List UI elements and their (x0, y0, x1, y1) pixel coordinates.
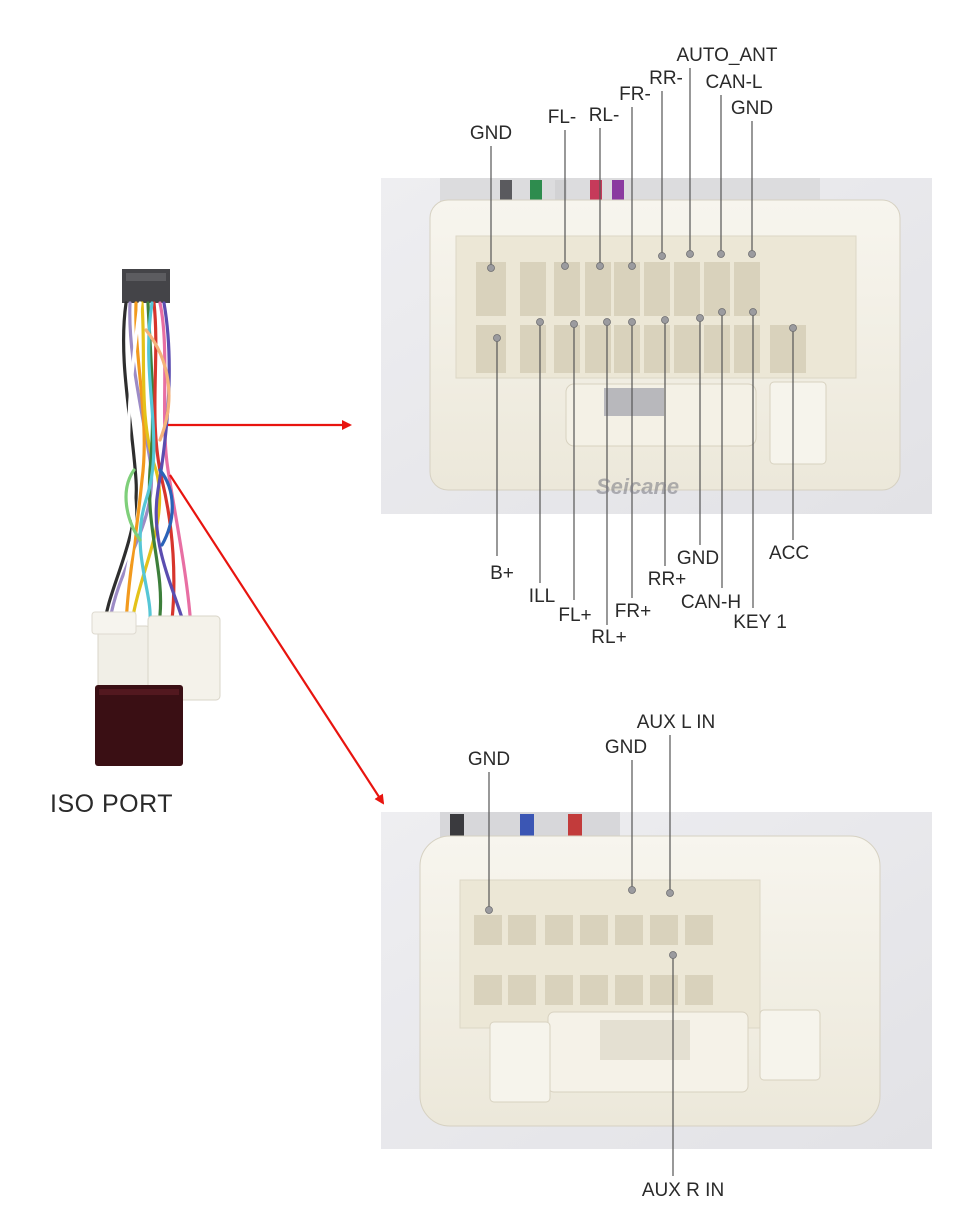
pin-dot-top-gnd-right (748, 250, 756, 258)
pin-dot-bottom-fl-plus (570, 320, 578, 328)
pin-dot-aux-r-in (669, 951, 677, 959)
pin-label-bottom-key-1: KEY 1 (733, 612, 787, 633)
pin-dot-top-can-l (717, 250, 725, 258)
harness-wires (102, 301, 192, 632)
pin-dot-bottom-rl-plus (603, 318, 611, 326)
pin-dot-bottom-ill (536, 318, 544, 326)
pin-dot-aux-gnd-middle (628, 886, 636, 894)
pin-label-top-fl-minus: FL- (547, 107, 577, 128)
pin-dot-top-fl-minus (561, 262, 569, 270)
leader-lines (488, 68, 794, 1176)
pin-dots (485, 250, 797, 959)
pin-dot-bottom-key-1 (749, 308, 757, 316)
main-connector-photo (381, 178, 932, 514)
pin-dot-top-auto-ant (686, 250, 694, 258)
pin-label-bottom-fr-plus: FR+ (614, 601, 652, 622)
pin-dot-aux-l-in (666, 889, 674, 897)
pin-dot-top-rl-minus (596, 262, 604, 270)
harness-photo (91, 269, 221, 766)
pin-dot-top-fr-minus (628, 262, 636, 270)
aux-label-gnd-middle: GND (604, 737, 648, 758)
pin-dot-bottom-gnd (696, 314, 704, 322)
pin-label-bottom-rr-plus: RR+ (647, 569, 687, 590)
pin-label-bottom-b-plus: B+ (490, 563, 514, 584)
pin-dot-bottom-fr-plus (628, 318, 636, 326)
pin-label-top-auto-ant: AUTO_ANT (676, 45, 778, 66)
iso-port-title: ISO PORT (50, 790, 174, 818)
arrow-to-aux-connector (169, 474, 385, 805)
aux-connector-photo (381, 812, 932, 1149)
aux-label-gnd-left: GND (467, 749, 511, 770)
pin-label-top-gnd-right: GND (730, 98, 774, 119)
pin-label-bottom-can-h: CAN-H (680, 592, 742, 613)
pin-dot-top-rr-minus (658, 252, 666, 260)
pin-label-top-rl-minus: RL- (588, 105, 620, 126)
pin-label-bottom-acc: ACC (768, 543, 810, 564)
pin-label-bottom-rl-plus: RL+ (591, 627, 627, 648)
aux-label-aux-l-in: AUX L IN (636, 712, 716, 733)
harness-control-box (95, 685, 183, 766)
seicane-watermark: Seicane (596, 474, 680, 499)
pin-label-top-fr-minus: FR- (619, 84, 651, 105)
pin-label-top-gnd: GND (469, 123, 513, 144)
aux-label-aux-r-in: AUX R IN (641, 1180, 725, 1201)
pin-dot-bottom-can-h (718, 308, 726, 316)
pin-label-bottom-fl-plus: FL+ (558, 605, 592, 626)
harness-white-plug-left (97, 625, 151, 691)
pin-dot-aux-gnd-left (485, 906, 493, 914)
pin-dot-bottom-b-plus (493, 334, 501, 342)
pin-label-top-can-l: CAN-L (705, 72, 763, 93)
pin-dot-bottom-rr-plus (661, 316, 669, 324)
pin-label-top-rr-minus: RR- (649, 68, 683, 89)
pin-label-bottom-ill: ILL (528, 586, 556, 607)
harness-white-plug-right (147, 615, 221, 701)
pin-dot-top-gnd (487, 264, 495, 272)
pin-label-bottom-gnd: GND (676, 548, 720, 569)
pin-dot-bottom-acc (789, 324, 797, 332)
